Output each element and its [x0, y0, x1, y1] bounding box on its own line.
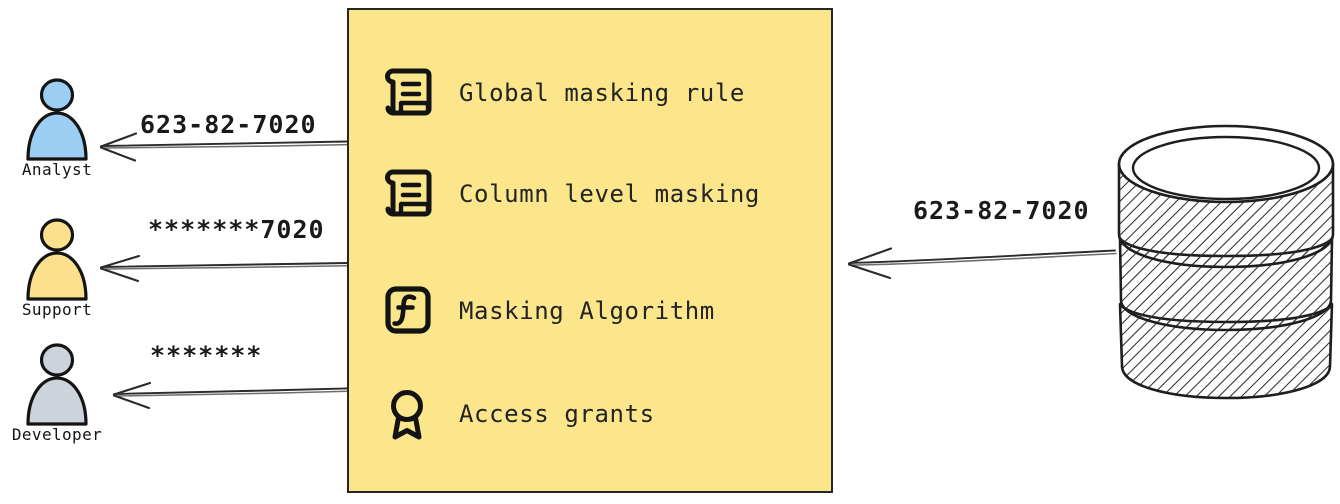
actor-support[interactable]: Support [2, 218, 112, 319]
flow-arrow-analyst [95, 128, 350, 164]
scroll-icon [385, 68, 432, 116]
panel-item-label: Masking Algorithm [459, 297, 715, 325]
award-ribbon-icon [391, 390, 423, 440]
person-icon [26, 343, 88, 426]
arrow-glyph [99, 132, 349, 162]
flow-arrow-support [95, 248, 350, 284]
arrow-glyph [847, 247, 1117, 280]
panel-item-column-level-masking[interactable]: Column level masking [381, 165, 760, 223]
flow-arrow-developer [108, 374, 350, 410]
database-cylinder-icon [1117, 124, 1335, 400]
actor-developer[interactable]: Developer [2, 343, 112, 444]
flow-arrow-database [843, 240, 1118, 282]
panel-item-masking-algorithm[interactable]: Masking Algorithm [381, 282, 715, 340]
arrow-glyph [112, 381, 349, 410]
flow-label-developer: ******* [150, 341, 263, 370]
person-icon [26, 218, 88, 301]
actor-label: Developer [11, 425, 103, 444]
person-icon [26, 78, 88, 161]
actor-label: Analyst [21, 160, 93, 179]
panel-item-global-masking-rule[interactable]: Global masking rule [381, 64, 745, 122]
function-icon [385, 286, 431, 334]
actor-analyst[interactable]: Analyst [2, 78, 112, 179]
flow-label-database: 623-82-7020 [913, 196, 1090, 225]
panel-item-label: Column level masking [459, 180, 760, 208]
flow-label-analyst: 623-82-7020 [140, 110, 317, 139]
panel-item-label: Global masking rule [459, 79, 745, 107]
panel-item-label: Access grants [459, 400, 655, 428]
database-node[interactable] [1112, 118, 1340, 406]
arrow-glyph [99, 254, 349, 283]
masking-controls-panel: Global masking rule Column level masking… [347, 8, 833, 493]
flow-label-support: *******7020 [148, 215, 325, 244]
scroll-icon [385, 169, 432, 217]
panel-item-access-grants[interactable]: Access grants [381, 385, 655, 443]
actor-label: Support [21, 300, 93, 319]
